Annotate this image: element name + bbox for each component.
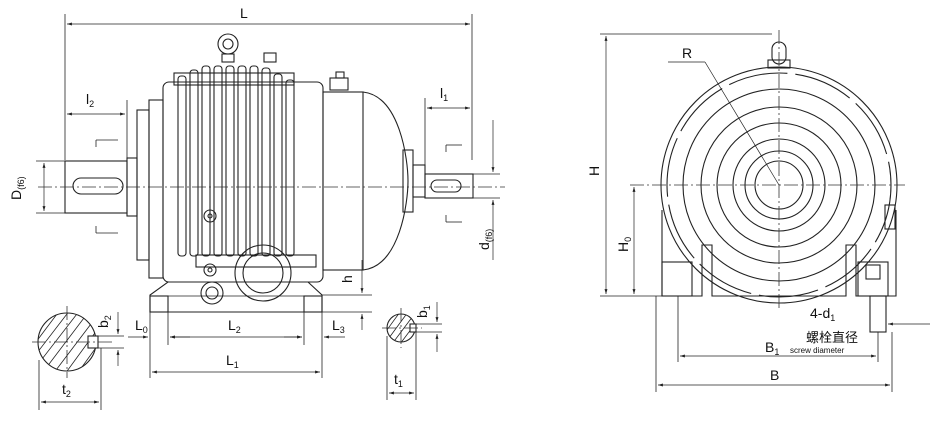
dimension-L: L xyxy=(64,5,473,160)
label-H0: H0 xyxy=(615,237,633,252)
front-view: R H H0 4-d1 螺栓直径 screw diameter xyxy=(586,30,930,392)
label-D: D(f6) xyxy=(8,176,26,200)
label-L3: L3 xyxy=(332,317,345,335)
housing xyxy=(162,33,324,305)
left-flange xyxy=(126,99,164,279)
label-B1: B1 xyxy=(765,339,779,357)
dimension-h: h xyxy=(322,260,372,330)
label-L: L xyxy=(240,5,248,21)
label-H: H xyxy=(586,166,602,176)
label-l2: l2 xyxy=(86,91,94,109)
dimension-D: D(f6) xyxy=(8,160,66,214)
label-L2: L2 xyxy=(228,317,241,335)
label-t1: t1 xyxy=(394,371,403,389)
output-shaft xyxy=(64,139,128,234)
dimension-l1: l1 xyxy=(424,85,470,165)
dimension-d: d(f6) xyxy=(473,120,500,260)
dimension-L2: L2 xyxy=(170,312,305,345)
dimension-L0: L0 xyxy=(128,312,190,378)
bolt-note: 4-d1 螺栓直径 screw diameter xyxy=(790,305,930,355)
section-large-shaft: b2 t2 xyxy=(32,306,124,410)
label-R: R xyxy=(682,45,692,61)
label-L0: L0 xyxy=(135,317,148,335)
dimension-B: B xyxy=(655,296,893,392)
dimension-R: R xyxy=(668,45,780,186)
label-t2: t2 xyxy=(62,381,71,399)
label-l1: l1 xyxy=(440,85,448,103)
label-L1: L1 xyxy=(226,352,239,370)
dimension-L1: L1 xyxy=(152,352,320,374)
label-B: B xyxy=(770,367,779,383)
section-small-shaft: b1 t1 xyxy=(382,302,442,400)
input-shaft xyxy=(424,144,474,223)
label-h: h xyxy=(339,275,355,283)
dimension-H: H xyxy=(586,33,772,297)
label-d: d(f6) xyxy=(476,229,494,250)
dimension-H0: H0 xyxy=(615,187,636,294)
label-bolt-en: screw diameter xyxy=(790,346,845,355)
dimension-l2: l2 xyxy=(67,91,128,160)
dimension-B1: B1 xyxy=(677,296,879,362)
label-bolt: 4-d1 xyxy=(810,305,835,323)
motor-adapter xyxy=(322,71,426,271)
dimension-L3: L3 xyxy=(284,312,345,378)
base-foot xyxy=(149,281,323,313)
label-b2: b2 xyxy=(95,315,113,328)
label-bolt-cn: 螺栓直径 xyxy=(806,331,858,346)
label-b1: b1 xyxy=(414,305,432,318)
side-view: L l2 D(f6) xyxy=(8,5,505,378)
cooling-fins xyxy=(177,65,295,257)
